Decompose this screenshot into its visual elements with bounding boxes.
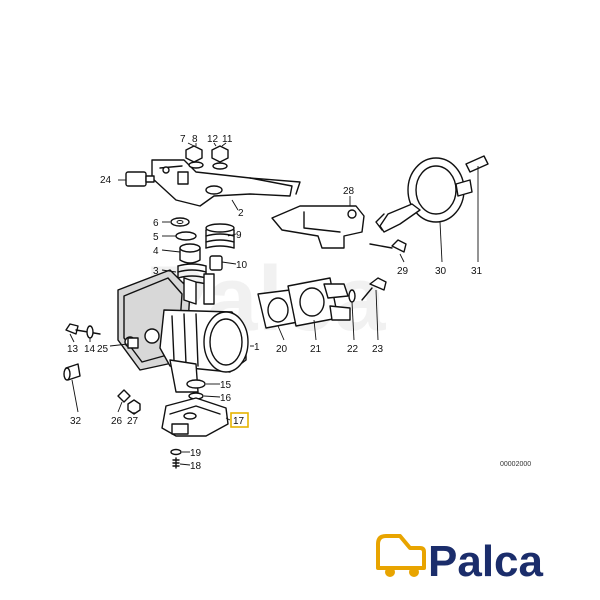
bushing-4 [179,243,201,264]
throttle-position-sensor-17 [161,397,229,437]
throttle-lever-plate [151,159,301,207]
washer-6 [170,217,190,227]
washer-19 [170,448,182,456]
label-6: 6 [153,218,159,229]
bracket-28 [271,205,365,249]
bolt-29 [369,239,407,253]
brand-name: Palca [428,537,544,586]
label-29: 29 [397,266,409,277]
label-30: 30 [435,266,447,277]
label-5: 5 [153,232,159,243]
washer-14 [86,325,94,339]
label-11: 11 [222,134,233,145]
flange-21 [287,277,351,327]
label-26: 26 [111,416,123,427]
label-32: 32 [70,416,82,427]
screw-13 [65,323,101,335]
truck-icon [376,534,426,577]
label-7: 7 [180,134,186,145]
callout-labels: 1 2 3 4 5 6 7 8 9 10 11 12 13 14 15 16 1… [67,134,531,472]
clip-26 [117,389,131,403]
label-17-highlight-box [230,412,249,428]
label-9: 9 [236,230,242,241]
label-1: 1 [254,342,260,353]
label-27: 27 [127,416,139,427]
label-4: 4 [153,246,159,257]
label-12: 12 [207,134,219,145]
label-18: 18 [190,461,202,472]
screw-18 [172,457,180,469]
label-17: 17 [233,416,245,427]
label-8: 8 [192,134,198,145]
label-13: 13 [67,344,79,355]
label-22: 22 [347,344,359,355]
label-19: 19 [190,448,202,459]
label-20: 20 [276,344,288,355]
bolt-23 [361,277,387,301]
label-16: 16 [220,393,232,404]
nut-7 [185,145,203,163]
label-31: 31 [471,266,483,277]
seal-15 [186,379,206,389]
reference-code: 00002000 [500,461,531,468]
label-2: 2 [238,208,244,219]
leader-lines [69,142,479,466]
label-25: 25 [97,344,109,355]
damper-30 [375,157,473,233]
label-23: 23 [372,344,384,355]
washer-5 [175,231,197,241]
label-24: 24 [100,175,112,186]
bushing-10 [209,255,223,271]
nut-27 [127,399,141,415]
sleeve-32 [63,363,81,381]
washer-22 [348,289,356,303]
part-25 [127,337,139,349]
connector-24 [125,171,155,187]
nut-12-11 [211,145,229,170]
label-15: 15 [220,380,232,391]
label-10: 10 [236,260,248,271]
label-28: 28 [343,186,355,197]
spring-9 [205,223,235,249]
label-21: 21 [310,344,322,355]
palca-logo: Palca [376,534,544,586]
pin-31 [465,155,489,173]
label-3: 3 [153,266,159,277]
label-14: 14 [84,344,96,355]
washer-8 [188,161,204,169]
